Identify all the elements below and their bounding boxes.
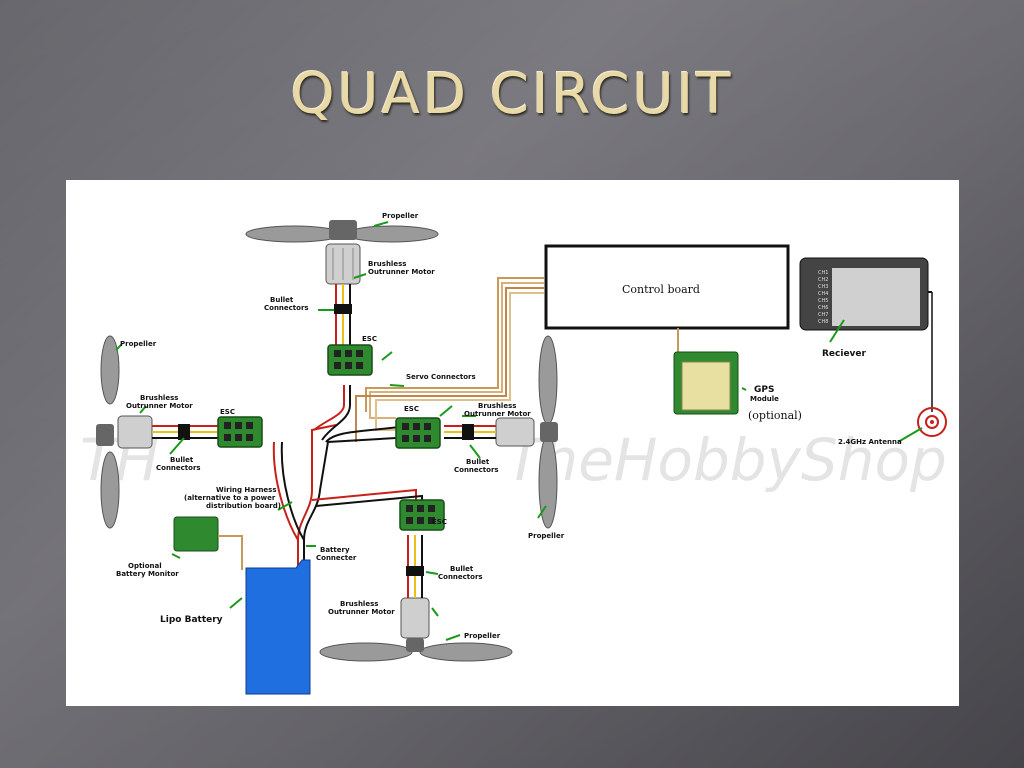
label-gps-optional: (optional) [748, 409, 802, 422]
label-bullet-left-2: Connectors [156, 464, 201, 472]
motor-left [96, 335, 218, 529]
label-motor-left-1: Brushless [140, 394, 178, 402]
label-gps-sub: Module [750, 395, 779, 403]
label-bullet-right-1: Bullet [466, 458, 490, 466]
motor-bottom [319, 535, 513, 662]
motor-top [245, 220, 439, 345]
antenna [917, 407, 947, 437]
receiver-channel-label: CH8 [818, 319, 828, 325]
label-monitor-2: Battery Monitor [116, 570, 179, 578]
label-bullet-top-1: Bullet [270, 296, 294, 304]
control-board [544, 244, 790, 330]
circuit-diagram-svg: TheHobbyShop TH [80, 212, 947, 695]
monitor-lead [218, 535, 243, 570]
label-harness-1: Wiring Harness [216, 486, 277, 494]
receiver-channel-label: CH5 [818, 298, 828, 304]
label-gps-title: GPS [754, 385, 774, 395]
label-bullet-bottom-1: Bullet [450, 565, 474, 573]
esc-left [217, 416, 263, 448]
label-propeller-left: Propeller [120, 340, 157, 348]
label-propeller-right: Propeller [528, 532, 565, 540]
receiver-channel-label: CH3 [818, 284, 828, 290]
label-motor-top-2: Outrunner Motor [368, 268, 435, 276]
label-propeller-top: Propeller [382, 212, 419, 220]
control-board-label: Control board [622, 283, 700, 296]
label-battery-connector-2: Connecter [316, 554, 357, 562]
label-antenna: 2.4GHz Antenna [838, 438, 902, 446]
watermark-text: TheHobbyShop [506, 426, 947, 494]
label-motor-right-1: Brushless [478, 402, 516, 410]
label-motor-left-2: Outrunner Motor [126, 402, 193, 410]
motor-right [444, 335, 558, 529]
label-harness-2: (alternative to a power [184, 494, 276, 502]
label-servo-connectors: Servo Connectors [406, 373, 476, 381]
lipo-battery [245, 559, 311, 695]
receiver-channel-label: CH1 [818, 270, 828, 276]
label-bullet-left-1: Bullet [170, 456, 194, 464]
slide-title: QUAD CIRCUIT [290, 62, 734, 127]
leader-lines [115, 221, 923, 641]
label-motor-bottom-1: Brushless [340, 600, 378, 608]
esc-top [327, 344, 373, 376]
label-esc-left: ESC [220, 408, 235, 416]
label-esc-top: ESC [362, 335, 377, 343]
label-motor-top-1: Brushless [368, 260, 406, 268]
battery-monitor [173, 516, 219, 552]
receiver-channel-label: CH2 [818, 277, 828, 283]
esc-right [395, 417, 441, 449]
label-monitor-1: Optional [128, 562, 162, 570]
label-bullet-right-2: Connectors [454, 466, 499, 474]
receiver-channel-label: CH6 [818, 305, 828, 311]
receiver-channel-label: CH7 [818, 312, 828, 318]
label-receiver: Reciever [822, 349, 867, 359]
label-motor-right-2: Outrunner Motor [464, 410, 531, 418]
label-harness-3: distribution board) [206, 502, 281, 510]
label-motor-bottom-2: Outrunner Motor [328, 608, 395, 616]
label-bullet-top-2: Connectors [264, 304, 309, 312]
label-esc-bottom: ESC [432, 518, 447, 526]
label-propeller-bottom: Propeller [464, 632, 501, 640]
power-wiring [272, 385, 423, 592]
label-bullet-bottom-2: Connectors [438, 573, 483, 581]
label-lipo-battery: Lipo Battery [160, 615, 223, 625]
label-battery-connector-1: Battery [320, 546, 350, 554]
circuit-diagram: TheHobbyShop TH [66, 180, 959, 706]
label-esc-right: ESC [404, 405, 419, 413]
receiver-channel-label: CH4 [818, 291, 828, 297]
